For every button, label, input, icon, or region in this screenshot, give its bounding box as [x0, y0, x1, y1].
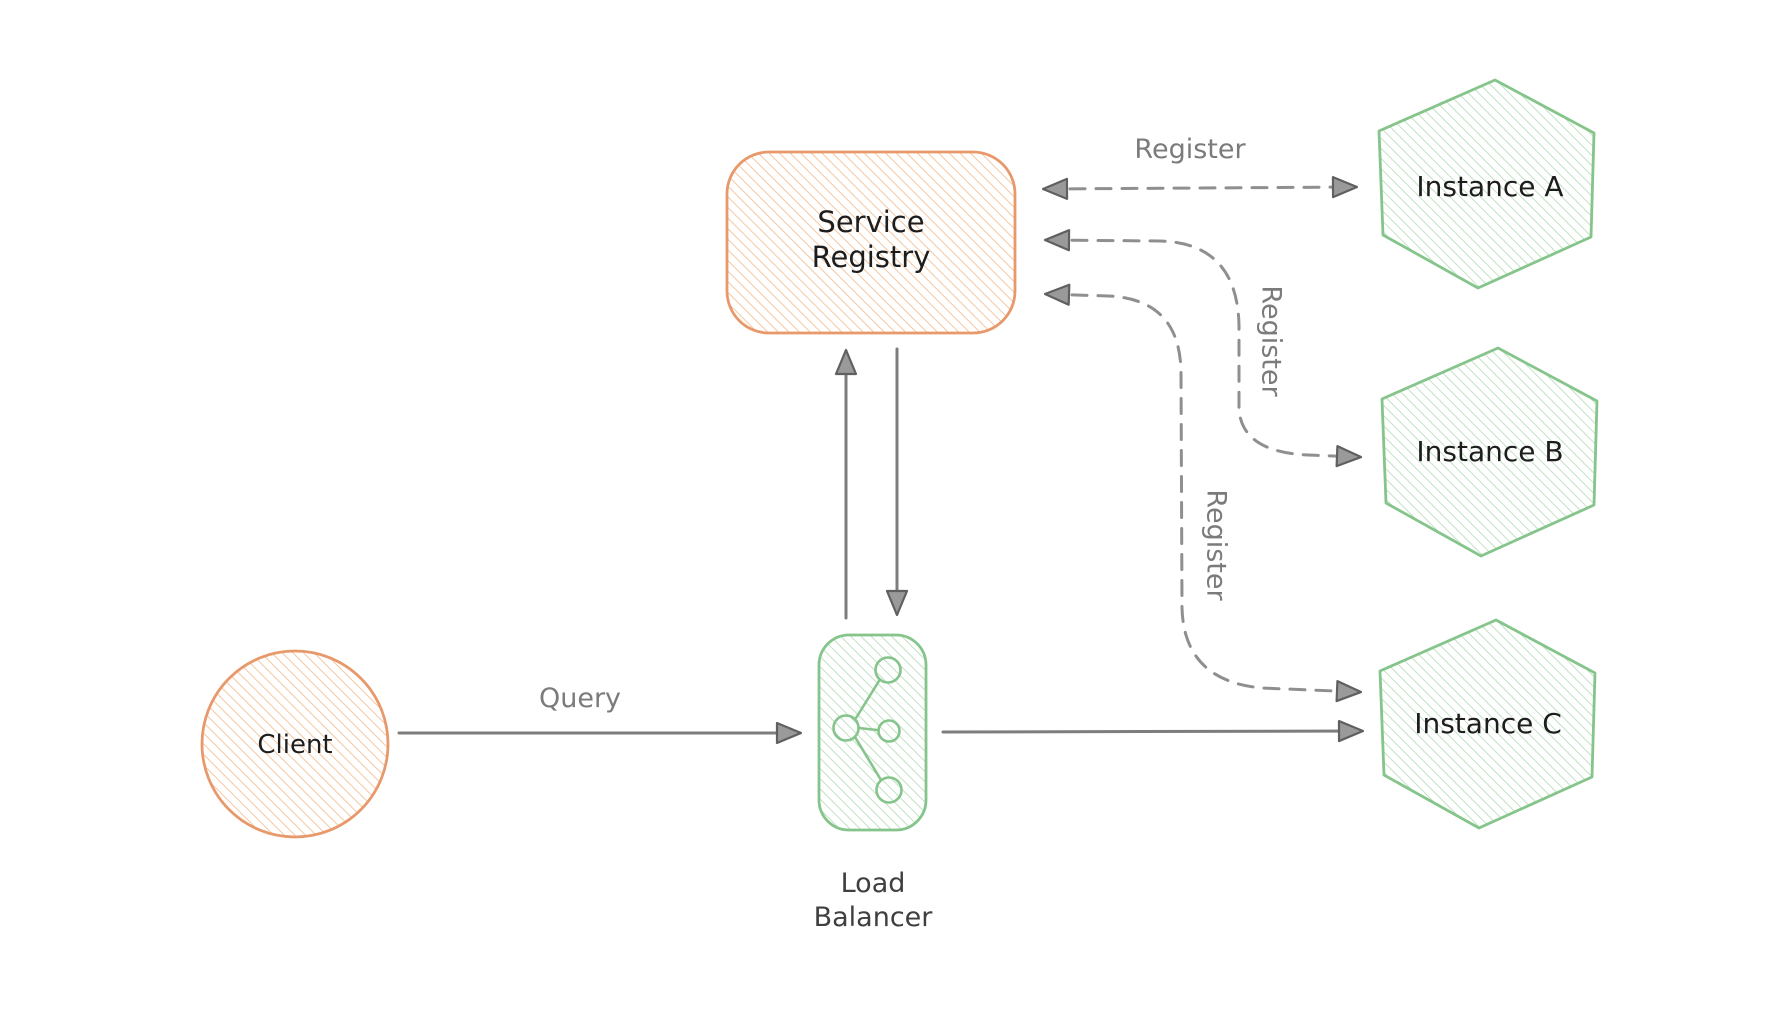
service-registry-label-line2: Registry — [812, 240, 931, 274]
instance-a-shape — [1377, 78, 1596, 290]
node-service-registry: Service Registry — [725, 150, 1017, 335]
service-registry-label-line1: Service — [817, 205, 924, 239]
instance-a-label: Instance A — [1416, 170, 1563, 203]
load-balancer-label-line1: Load — [841, 868, 906, 899]
share-network-icon — [832, 656, 903, 804]
client-shape — [200, 649, 390, 839]
node-instance-b: Instance B — [1380, 346, 1599, 558]
node-client: Client — [200, 649, 390, 839]
edge-lb-to-instance-c — [941, 719, 1365, 743]
edge-label-register-a: Register — [1134, 134, 1246, 165]
node-load-balancer: Load Balancer — [814, 633, 934, 933]
node-instance-c: Instance C — [1378, 618, 1597, 830]
edge-register-b — [1043, 229, 1363, 468]
client-label: Client — [257, 730, 332, 760]
load-balancer-label-line2: Balancer — [814, 902, 934, 933]
instance-c-shape — [1378, 618, 1597, 830]
instance-b-label: Instance B — [1416, 435, 1563, 468]
instance-c-label: Instance C — [1414, 707, 1562, 740]
edge-label-query: Query — [539, 683, 621, 714]
edge-register-c — [1043, 283, 1363, 703]
instance-b-shape — [1380, 346, 1599, 558]
edge-label-register-b: Register — [1256, 285, 1287, 397]
edge-label-register-c: Register — [1201, 489, 1232, 601]
service-registry-shape — [725, 150, 1017, 335]
node-instance-a: Instance A — [1377, 78, 1596, 290]
edge-register-a — [1041, 176, 1359, 200]
